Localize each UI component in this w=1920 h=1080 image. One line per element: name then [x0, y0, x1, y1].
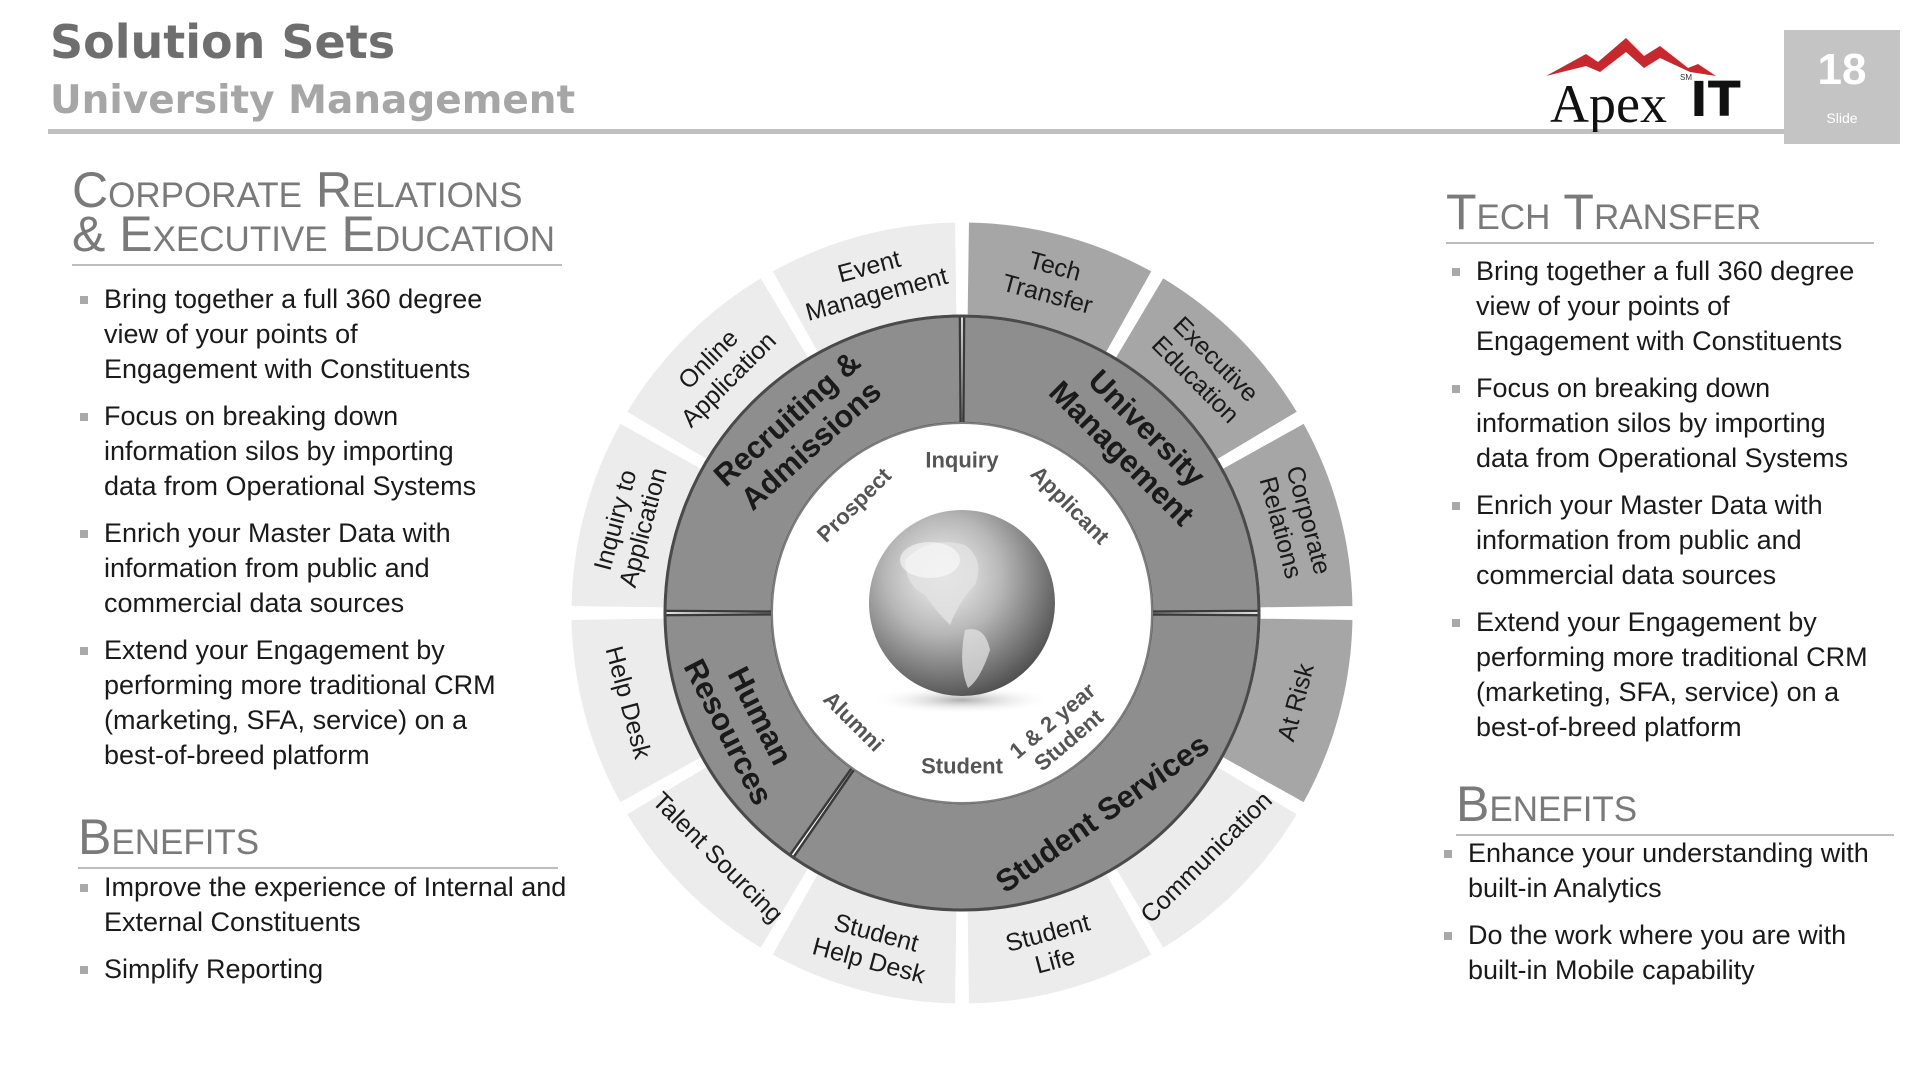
left-bullet-line: information from public and [104, 553, 430, 583]
left-bullet-list: Bring together a full 360 degree view of … [76, 282, 636, 785]
logo-word-apex: Apex [1550, 74, 1667, 132]
slide-title: Solution Sets [50, 15, 396, 69]
right-bullet-line: Extend your Engagement by [1476, 607, 1817, 637]
right-bullet-line: best-of-breed platform [1476, 712, 1742, 742]
left-benefit-line: Improve the experience of Internal and [104, 872, 567, 902]
logo-word-it: IT [1690, 72, 1741, 128]
right-bullet-list: Bring together a full 360 degree view of … [1448, 254, 1898, 757]
right-benefits-heading: Benefits [1456, 779, 1894, 836]
left-bullet-line: Engagement with Constituents [104, 354, 471, 384]
slide-number: 18 [1817, 45, 1867, 94]
left-bullet-line: Enrich your Master Data with [104, 518, 451, 548]
right-bullet-line: Bring together a full 360 degree [1476, 256, 1855, 286]
right-bullet-3: Enrich your Master Data with information … [1448, 488, 1898, 593]
right-bullet-1: Bring together a full 360 degree view of … [1448, 254, 1898, 359]
right-bullet-line: information silos by importing [1476, 408, 1826, 438]
left-benefit-2: Simplify Reporting [76, 952, 636, 987]
left-heading-line1: Corporate Relations [72, 162, 523, 218]
right-benefit-line: built-in Analytics [1468, 873, 1662, 903]
left-bullet-line: Bring together a full 360 degree [104, 284, 483, 314]
right-benefit-line: Do the work where you are with [1468, 920, 1847, 950]
left-bullet-line: best-of-breed platform [104, 740, 370, 770]
left-bullet-line: performing more traditional CRM [104, 670, 496, 700]
left-bullet-4: Extend your Engagement by performing more… [76, 633, 636, 773]
inner-ring-label: Inquiry [925, 448, 999, 473]
right-bullet-line: view of your points of [1476, 291, 1730, 321]
left-bullet-1: Bring together a full 360 degree view of … [76, 282, 636, 387]
inner-ring-label-line: Student [921, 754, 1004, 779]
right-bullet-line: data from Operational Systems [1476, 443, 1849, 473]
right-benefit-1: Enhance your understanding with built-in … [1440, 836, 1900, 906]
right-bullet-line: (marketing, SFA, service) on a [1476, 677, 1840, 707]
right-bullet-line: commercial data sources [1476, 560, 1777, 590]
left-bullet-3: Enrich your Master Data with information … [76, 516, 636, 621]
middle-ring-border [663, 314, 1261, 912]
globe-icon [869, 510, 1055, 714]
inner-ring-label-line: Inquiry [925, 448, 999, 473]
right-benefit-line: Enhance your understanding with [1468, 838, 1869, 868]
slide-number-box: 18 Slide [1784, 30, 1900, 144]
right-bullet-line: Enrich your Master Data with [1476, 490, 1823, 520]
slide-subtitle: University Management [50, 78, 576, 123]
right-bullet-line: Focus on breaking down [1476, 373, 1771, 403]
apex-it-logo: Apex SM IT [1546, 38, 1741, 132]
left-bullet-line: (marketing, SFA, service) on a [104, 705, 468, 735]
right-section-heading: Tech Transfer [1446, 187, 1874, 244]
left-heading-line2: & Executive Education [72, 206, 556, 262]
right-bullet-2: Focus on breaking down information silos … [1448, 371, 1898, 476]
right-benefit-2: Do the work where you are with built-in M… [1440, 918, 1900, 988]
header-divider [48, 129, 1900, 134]
right-benefits-list: Enhance your understanding with built-in … [1440, 836, 1900, 1000]
left-bullet-line: data from Operational Systems [104, 471, 477, 501]
mountain-icon [1546, 38, 1716, 76]
left-bullet-line: view of your points of [104, 319, 358, 349]
slide-label: Slide [1826, 110, 1858, 126]
left-bullet-line: Focus on breaking down [104, 401, 399, 431]
left-bullet-line: information silos by importing [104, 436, 454, 466]
left-bullet-line: commercial data sources [104, 588, 405, 618]
right-bullet-line: information from public and [1476, 525, 1802, 555]
left-bullet-2: Focus on breaking down information silos … [76, 399, 636, 504]
left-bullet-line: Extend your Engagement by [104, 635, 445, 665]
inner-ring-label: Student [921, 754, 1004, 779]
left-benefit-line: Simplify Reporting [104, 954, 324, 984]
left-benefits-heading: Benefits [78, 812, 558, 869]
right-bullet-line: Engagement with Constituents [1476, 326, 1843, 356]
right-bullet-line: performing more traditional CRM [1476, 642, 1868, 672]
logo-service-mark: SM [1680, 73, 1692, 82]
left-benefit-line: External Constituents [104, 907, 361, 937]
left-section-heading: Corporate Relations & Executive Educatio… [72, 165, 562, 266]
right-bullet-4: Extend your Engagement by performing more… [1448, 605, 1898, 745]
right-benefit-line: built-in Mobile capability [1468, 955, 1755, 985]
